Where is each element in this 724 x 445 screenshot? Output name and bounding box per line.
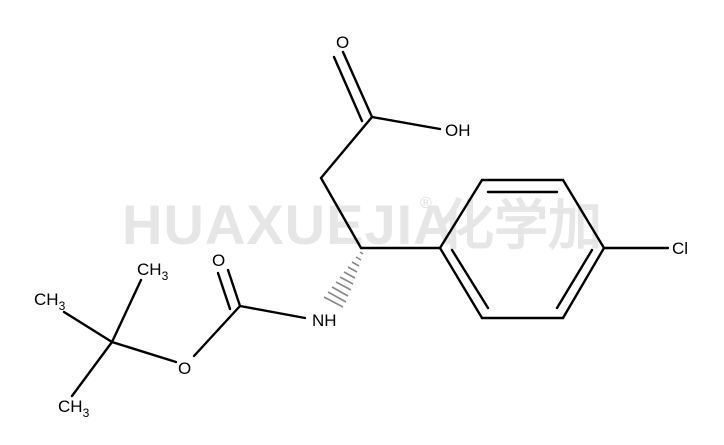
ring-bond-1 <box>438 178 484 250</box>
watermark-registered-mark: ® <box>420 195 432 212</box>
watermark-text: HUAXUEJIA <box>122 193 455 256</box>
ring-bond-3 <box>561 178 606 250</box>
atom-o-ester: O <box>178 359 191 378</box>
atom-oh: OH <box>445 121 471 140</box>
ch3-bottom-sub: 3 <box>83 406 90 420</box>
bond-c-o-ester <box>192 304 242 358</box>
atom-ch3-top: CH3 <box>137 260 169 283</box>
atom-ch3-left: CH3 <box>34 290 66 313</box>
ch3-bottom-main: CH <box>58 397 83 416</box>
atom-cl: Cl <box>672 239 688 258</box>
atom-o-carbonyl: O <box>336 33 349 52</box>
bond-o-tbu <box>110 340 178 364</box>
ring-bond-4 <box>561 246 606 320</box>
bond-c-o-double-a <box>226 268 242 308</box>
atom-o-carbamate: O <box>212 251 225 270</box>
ring-bond-6 <box>438 246 484 320</box>
bond-tbu-ch3-top <box>110 278 143 344</box>
hashed-wedge-bond <box>323 251 364 308</box>
bond-n-c <box>238 304 307 320</box>
ch3-left-main: CH <box>34 290 59 309</box>
ring-inner-bond-c <box>450 248 490 310</box>
atom-nh: NH <box>312 311 337 330</box>
atom-ch3-bottom: CH3 <box>58 397 90 420</box>
ch3-top-sub: 3 <box>162 269 169 283</box>
bond-ch2-ch <box>319 176 363 250</box>
bond-c-ch2 <box>319 115 374 180</box>
phenyl-ring <box>438 178 606 320</box>
watermark: HUAXUEJIA ® 化学加 <box>122 193 602 257</box>
bond-co-double-b <box>332 55 364 123</box>
bond-tbu-ch3-bottom <box>70 340 114 398</box>
bond-co-double-a <box>341 50 374 119</box>
bond-c-o-double-b <box>216 271 232 311</box>
bond-tbu-ch3-left <box>62 310 114 344</box>
ring-inner-bond-b <box>555 248 594 310</box>
ch3-top-main: CH <box>137 260 162 279</box>
ch3-left-sub: 3 <box>59 299 66 313</box>
bond-c-oh <box>370 115 442 131</box>
